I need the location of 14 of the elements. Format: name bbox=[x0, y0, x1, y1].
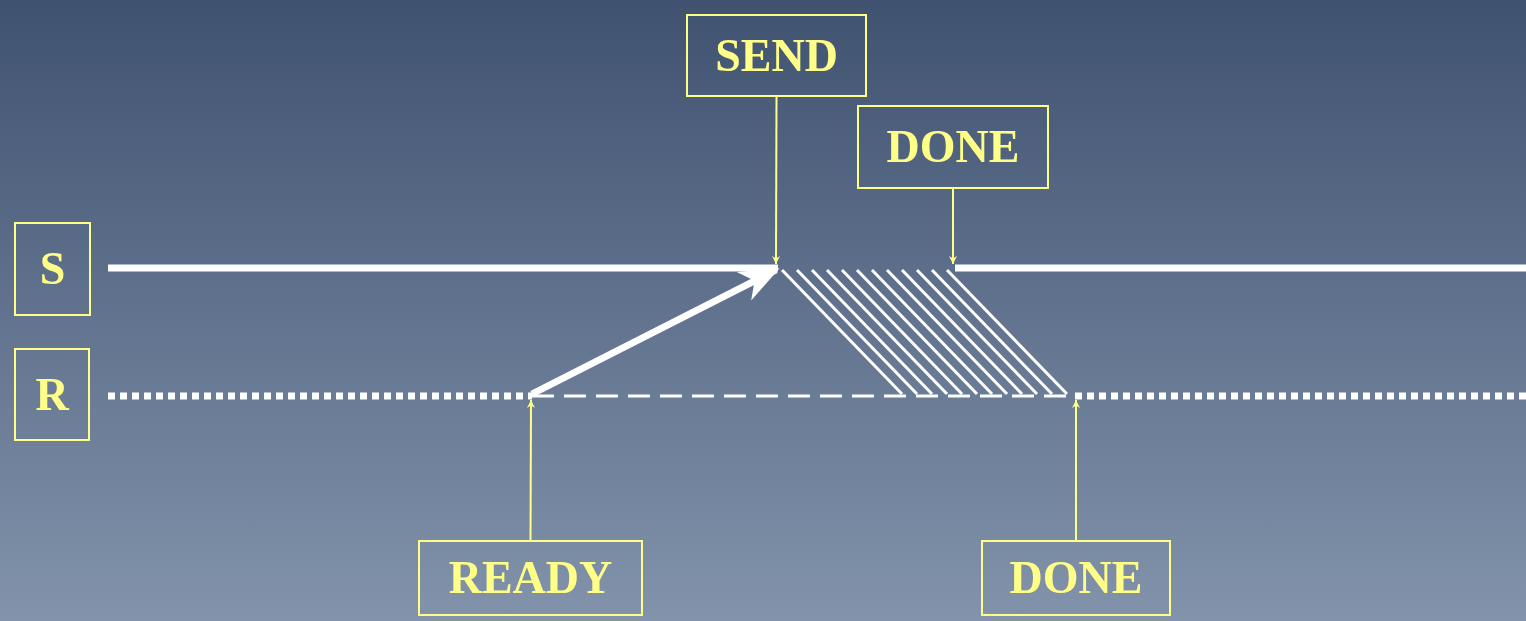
label-text: SEND bbox=[715, 32, 838, 79]
leader-arrow bbox=[949, 188, 957, 265]
event-box bbox=[857, 105, 1049, 189]
leader-arrow bbox=[772, 96, 780, 265]
event-box bbox=[418, 540, 643, 616]
leader-arrow bbox=[526, 399, 535, 541]
event-box bbox=[686, 14, 867, 97]
label-text: S bbox=[39, 246, 66, 292]
label-text: READY bbox=[448, 555, 613, 601]
event-box bbox=[981, 540, 1171, 616]
label-text: DONE bbox=[886, 124, 1020, 170]
label-text: DONE bbox=[1009, 555, 1143, 601]
leader-arrow bbox=[1072, 399, 1080, 541]
label-text: R bbox=[35, 371, 69, 418]
